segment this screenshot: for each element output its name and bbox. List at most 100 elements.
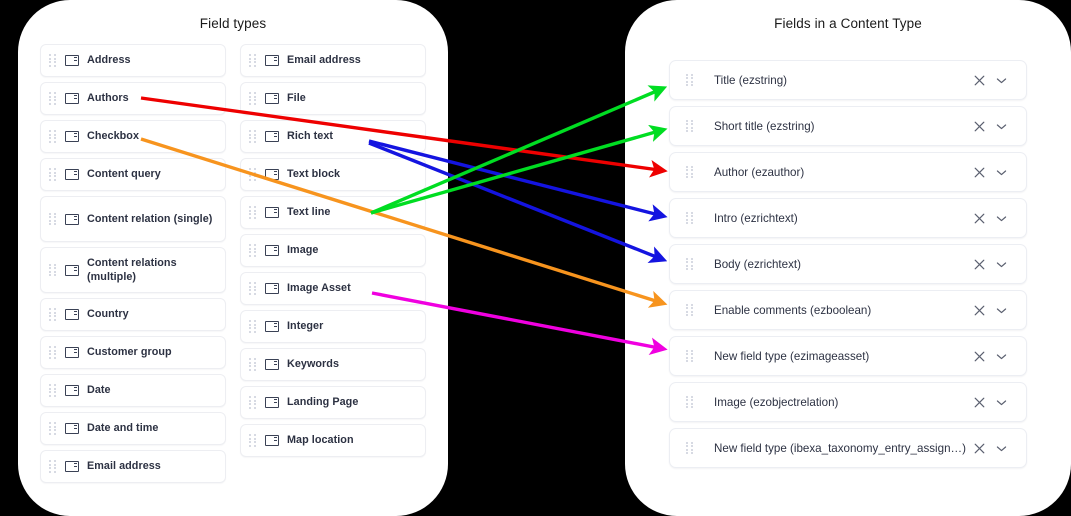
content-type-field-row[interactable]: Intro (ezrichtext) — [669, 198, 1027, 238]
drag-handle-icon[interactable] — [49, 263, 57, 277]
close-icon[interactable] — [968, 299, 990, 321]
drag-handle-icon[interactable] — [686, 211, 694, 225]
content-type-field-row[interactable]: Body (ezrichtext) — [669, 244, 1027, 284]
drag-handle-icon[interactable] — [49, 130, 57, 143]
field-type-label: Image — [287, 244, 319, 257]
field-type-icon — [265, 245, 279, 256]
field-type-card[interactable]: Email address — [240, 44, 426, 77]
field-type-icon — [265, 359, 279, 370]
content-type-field-label: Body (ezrichtext) — [714, 257, 801, 271]
close-icon[interactable] — [968, 253, 990, 275]
close-icon[interactable] — [968, 207, 990, 229]
drag-handle-icon[interactable] — [249, 320, 257, 333]
field-type-card[interactable]: Authors — [40, 82, 226, 115]
close-icon[interactable] — [968, 115, 990, 137]
content-type-field-row[interactable]: Short title (ezstring) — [669, 106, 1027, 146]
chevron-down-icon[interactable] — [990, 161, 1012, 183]
field-type-card[interactable]: Image — [240, 234, 426, 267]
drag-handle-icon[interactable] — [249, 282, 257, 295]
content-type-fields-title: Fields in a Content Type — [774, 16, 922, 31]
field-type-icon — [265, 131, 279, 142]
drag-handle-icon[interactable] — [249, 358, 257, 371]
drag-handle-icon[interactable] — [49, 92, 57, 105]
drag-handle-icon[interactable] — [49, 308, 57, 321]
close-icon[interactable] — [968, 391, 990, 413]
field-type-card[interactable]: Date and time — [40, 412, 226, 445]
field-type-card[interactable]: Text block — [240, 158, 426, 191]
drag-handle-icon[interactable] — [49, 54, 57, 67]
chevron-down-icon[interactable] — [990, 115, 1012, 137]
field-type-card[interactable]: Checkbox — [40, 120, 226, 153]
drag-handle-icon[interactable] — [49, 168, 57, 181]
field-type-card[interactable]: Customer group — [40, 336, 226, 369]
field-type-icon — [265, 55, 279, 66]
drag-handle-icon[interactable] — [686, 349, 694, 363]
field-type-card[interactable]: Map location — [240, 424, 426, 457]
field-type-icon — [65, 264, 79, 276]
drag-handle-icon[interactable] — [686, 257, 694, 271]
drag-handle-icon[interactable] — [49, 460, 57, 473]
drag-handle-icon[interactable] — [249, 130, 257, 143]
close-icon[interactable] — [968, 437, 990, 459]
field-type-label: Content query — [87, 168, 161, 181]
field-type-card[interactable]: Image Asset — [240, 272, 426, 305]
drag-handle-icon[interactable] — [686, 303, 694, 317]
drag-handle-icon[interactable] — [49, 346, 57, 359]
field-type-card[interactable]: Landing Page — [240, 386, 426, 419]
field-type-card[interactable]: Rich text — [240, 120, 426, 153]
drag-handle-icon[interactable] — [249, 434, 257, 447]
field-type-card[interactable]: Integer — [240, 310, 426, 343]
chevron-down-icon[interactable] — [990, 253, 1012, 275]
chevron-down-icon[interactable] — [990, 299, 1012, 321]
content-type-field-row[interactable]: Enable comments (ezboolean) — [669, 290, 1027, 330]
drag-handle-icon[interactable] — [249, 92, 257, 105]
close-icon[interactable] — [968, 345, 990, 367]
field-type-card[interactable]: File — [240, 82, 426, 115]
drag-handle-icon[interactable] — [686, 73, 694, 87]
drag-handle-icon[interactable] — [686, 395, 694, 409]
close-icon[interactable] — [968, 161, 990, 183]
chevron-down-icon[interactable] — [990, 437, 1012, 459]
content-type-field-label: Intro (ezrichtext) — [714, 211, 798, 225]
content-type-field-row[interactable]: Author (ezauthor) — [669, 152, 1027, 192]
drag-handle-icon[interactable] — [49, 384, 57, 397]
field-type-card[interactable]: Address — [40, 44, 226, 77]
field-type-card[interactable]: Date — [40, 374, 226, 407]
drag-handle-icon[interactable] — [249, 396, 257, 409]
chevron-down-icon[interactable] — [990, 207, 1012, 229]
field-type-card[interactable]: Keywords — [240, 348, 426, 381]
close-icon[interactable] — [968, 69, 990, 91]
field-type-card[interactable]: Content query — [40, 158, 226, 191]
field-type-label: Email address — [87, 460, 161, 473]
field-type-icon — [65, 347, 79, 358]
drag-handle-icon[interactable] — [49, 212, 57, 226]
content-type-field-row[interactable]: Image (ezobjectrelation) — [669, 382, 1027, 422]
drag-handle-icon[interactable] — [249, 206, 257, 219]
field-type-card[interactable]: Text line — [240, 196, 426, 229]
chevron-down-icon[interactable] — [990, 345, 1012, 367]
content-type-field-label: Image (ezobjectrelation) — [714, 395, 839, 409]
content-type-field-row[interactable]: Title (ezstring) — [669, 60, 1027, 100]
field-type-label: Landing Page — [287, 396, 359, 409]
content-type-field-row[interactable]: New field type (ezimageasset) — [669, 336, 1027, 376]
drag-handle-icon[interactable] — [686, 119, 694, 133]
field-type-label: Date — [87, 384, 111, 397]
content-type-field-row[interactable]: New field type (ibexa_taxonomy_entry_ass… — [669, 428, 1027, 468]
field-type-card[interactable]: Content relation (single) — [40, 196, 226, 242]
field-type-card[interactable]: Content relations (multiple) — [40, 247, 226, 293]
drag-handle-icon[interactable] — [49, 422, 57, 435]
content-type-field-label: New field type (ezimageasset) — [714, 349, 870, 363]
field-type-card[interactable]: Email address — [40, 450, 226, 483]
field-type-label: Content relations (multiple) — [87, 256, 177, 283]
drag-handle-icon[interactable] — [249, 168, 257, 181]
drag-handle-icon[interactable] — [249, 244, 257, 257]
drag-handle-icon[interactable] — [686, 441, 694, 455]
drag-handle-icon[interactable] — [249, 54, 257, 67]
chevron-down-icon[interactable] — [990, 69, 1012, 91]
drag-handle-icon[interactable] — [686, 165, 694, 179]
chevron-down-icon[interactable] — [990, 391, 1012, 413]
field-type-card[interactable]: Country — [40, 298, 226, 331]
field-type-icon — [65, 131, 79, 142]
field-type-icon — [65, 213, 79, 225]
